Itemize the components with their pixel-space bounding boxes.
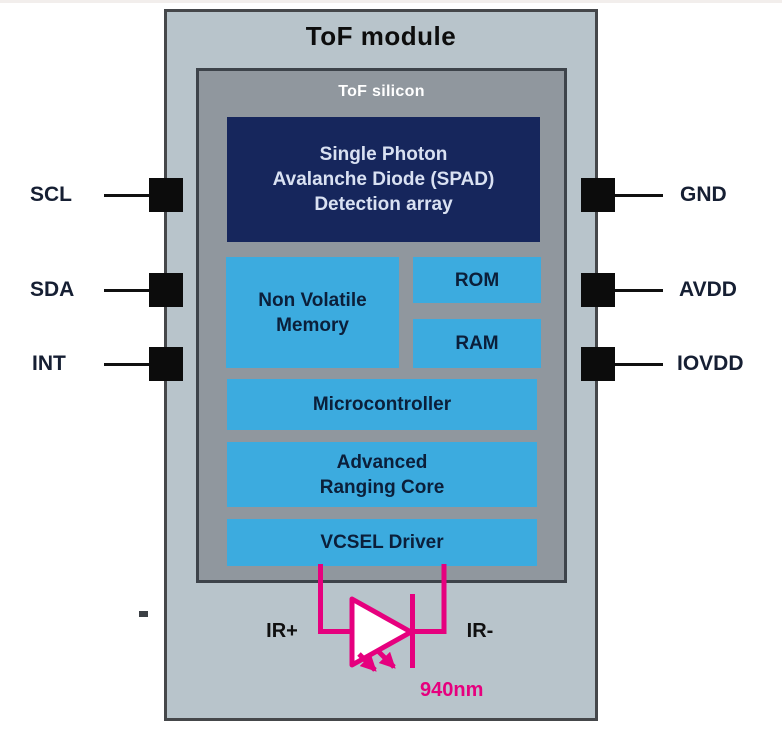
pin-label-gnd: GND [680,183,727,206]
spad-line-2: Avalanche Diode (SPAD) [272,169,495,190]
ram-block: RAM [413,319,541,368]
pin-pad-iovdd [581,347,615,381]
arc-line-2: Ranging Core [319,476,445,498]
pin-lead-int [104,363,150,366]
pin-pad-scl [149,178,183,212]
ram-label: RAM [455,333,499,354]
advanced-ranging-core-block: Advanced Ranging Core [227,442,537,507]
ir-minus-label: IR- [466,620,494,642]
spad-detection-array-block: Single Photon Avalanche Diode (SPAD) Det… [227,117,540,242]
arc-line-1: Advanced [336,451,428,473]
pin-pad-avdd [581,273,615,307]
pin-pad-gnd [581,178,615,212]
pin-label-scl: SCL [30,183,72,206]
pin-label-iovdd: IOVDD [677,352,744,375]
pin-label-int: INT [32,352,66,375]
microcontroller-label: Microcontroller [312,394,452,415]
nvm-line-1: Non Volatile [258,289,367,311]
pin-pad-int [149,347,183,381]
vcsel-driver-label: VCSEL Driver [320,532,444,553]
pin-label-sda: SDA [30,278,75,301]
wavelength-label: 940nm [420,679,484,701]
spad-line-3: Detection array [314,194,453,215]
microcontroller-block: Microcontroller [227,379,537,430]
pin-pad-sda [149,273,183,307]
pin-label-avdd: AVDD [679,278,737,301]
pin-lead-iovdd [615,363,663,366]
ir-plus-label: IR+ [266,620,298,642]
pin-lead-scl [104,194,150,197]
pin-lead-avdd [615,289,663,292]
vcsel-driver-block: VCSEL Driver [227,519,537,566]
silicon-title: ToF silicon [338,83,425,100]
non-volatile-memory-block: Non Volatile Memory [226,257,399,368]
pin-lead-gnd [615,194,663,197]
rom-block: ROM [413,257,541,303]
rom-label: ROM [454,269,500,291]
border-tick-artifact [139,611,148,617]
nvm-line-2: Memory [276,314,349,336]
top-edge-artifact [0,0,782,3]
pin-lead-sda [104,289,150,292]
spad-line-1: Single Photon [319,144,448,165]
module-title: ToF module [305,21,457,51]
